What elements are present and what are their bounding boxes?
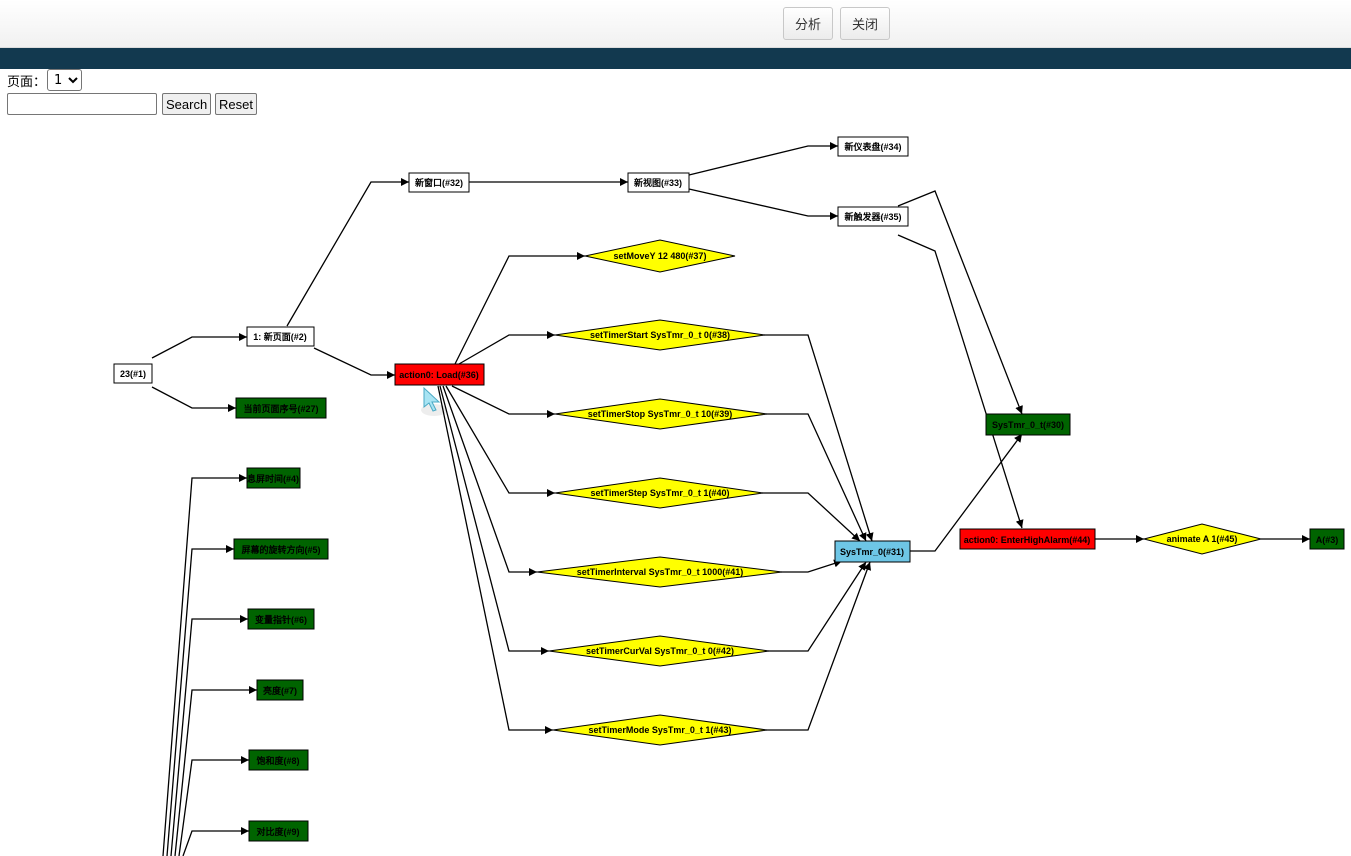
graph-node-37[interactable]: setMoveY 12 480(#37) xyxy=(584,239,736,273)
edge xyxy=(781,559,843,573)
analyze-button[interactable]: 分析 xyxy=(783,7,834,40)
page-label: 页面： xyxy=(7,74,47,90)
node-label: 变量指针(#6) xyxy=(255,614,307,625)
edge xyxy=(766,561,871,731)
header-band xyxy=(0,48,1351,69)
node-label: 亮度(#7) xyxy=(263,685,297,696)
graph-node-30[interactable]: SysTmr_0_t(#30) xyxy=(985,413,1071,436)
node-label: setTimerInterval SysTmr_0_t 1000(#41) xyxy=(577,567,743,577)
close-button[interactable]: 关闭 xyxy=(840,7,891,40)
graph-node-45[interactable]: animate A 1(#45) xyxy=(1142,523,1262,555)
edge xyxy=(451,385,555,418)
graph-node-31[interactable]: SysTmr_0(#31) xyxy=(834,540,911,563)
edge xyxy=(910,433,1023,552)
node-label: setTimerStop SysTmr_0_t 10(#39) xyxy=(588,409,732,419)
edge xyxy=(454,252,585,365)
node-label: animate A 1(#45) xyxy=(1167,534,1238,544)
graph-node-1[interactable]: 23(#1) xyxy=(113,363,153,384)
graph-node-5[interactable]: 屏幕的旋转方向(#5) xyxy=(233,538,329,560)
graph-node-44[interactable]: action0: EnterHighAlarm(#44) xyxy=(959,528,1096,550)
graph-edges xyxy=(151,142,1310,856)
graph-node-41[interactable]: setTimerInterval SysTmr_0_t 1000(#41) xyxy=(536,556,783,588)
edge xyxy=(151,386,236,412)
edge xyxy=(437,385,553,734)
graph-node-35[interactable]: 新触发器(#35) xyxy=(837,206,909,227)
edge xyxy=(313,347,395,379)
graph-node-38[interactable]: setTimerStart SysTmr_0_t 0(#38) xyxy=(554,319,766,351)
page-selector-row: 页面： 1 xyxy=(7,69,83,91)
graph-node-6[interactable]: 变量指针(#6) xyxy=(247,608,315,630)
node-label: 新仪表盘(#34) xyxy=(844,141,901,152)
node-label: 新窗口(#32) xyxy=(415,177,463,188)
graph-node-42[interactable]: setTimerCurVal SysTmr_0_t 0(#42) xyxy=(548,635,770,667)
graph-node-43[interactable]: setTimerMode SysTmr_0_t 1(#43) xyxy=(552,714,768,746)
page-select[interactable]: 1 xyxy=(47,69,83,91)
graph-node-40[interactable]: setTimerStep SysTmr_0_t 1(#40) xyxy=(554,477,764,509)
graph-node-7[interactable]: 亮度(#7) xyxy=(256,679,304,701)
edge xyxy=(182,827,249,856)
edge xyxy=(439,385,549,655)
edge xyxy=(170,615,248,856)
edge xyxy=(762,492,861,542)
edge xyxy=(458,331,555,365)
node-label: 新触发器(#35) xyxy=(844,211,901,222)
graph-node-3[interactable]: A(#3) xyxy=(1309,528,1345,550)
node-label: 23(#1) xyxy=(120,369,146,379)
node-label: setTimerStart SysTmr_0_t 0(#38) xyxy=(590,330,730,340)
node-label: 屏幕的旋转方向(#5) xyxy=(241,544,320,555)
edge xyxy=(445,385,555,497)
edge xyxy=(162,474,247,856)
edge xyxy=(442,385,537,576)
node-label: setTimerMode SysTmr_0_t 1(#43) xyxy=(589,725,732,735)
graph-node-33[interactable]: 新视图(#33) xyxy=(627,172,690,193)
graph-node-34[interactable]: 新仪表盘(#34) xyxy=(837,136,909,157)
graph-node-2[interactable]: 1: 新页面(#2) xyxy=(246,326,315,347)
edge xyxy=(166,545,234,856)
node-label: 对比度(#9) xyxy=(256,826,299,837)
graph-node-4[interactable]: 息屏时间(#4) xyxy=(246,467,301,489)
edge xyxy=(178,756,249,856)
node-label: 1: 新页面(#2) xyxy=(253,331,307,342)
edge xyxy=(286,178,409,327)
edge xyxy=(174,686,257,856)
search-button[interactable]: Search xyxy=(162,93,212,115)
node-label: A(#3) xyxy=(1316,535,1339,545)
node-label: SysTmr_0(#31) xyxy=(840,547,904,557)
edge xyxy=(688,142,838,176)
node-label: 息屏时间(#4) xyxy=(247,473,299,484)
edge xyxy=(766,413,867,542)
top-toolbar: 分析 关闭 xyxy=(0,0,1351,48)
edge xyxy=(688,188,838,220)
node-label: 饱和度(#8) xyxy=(256,755,299,766)
node-label: action0: EnterHighAlarm(#44) xyxy=(964,535,1091,545)
mouse-cursor-icon xyxy=(421,386,447,416)
reset-button[interactable]: Reset xyxy=(215,93,257,115)
node-label: SysTmr_0_t(#30) xyxy=(992,420,1064,430)
edge xyxy=(151,333,247,359)
node-label: action0: Load(#36) xyxy=(399,370,479,380)
graph-node-39[interactable]: setTimerStop SysTmr_0_t 10(#39) xyxy=(554,398,768,430)
node-label: setMoveY 12 480(#37) xyxy=(614,251,707,261)
graph-node-9[interactable]: 对比度(#9) xyxy=(248,820,309,842)
graph-node-27[interactable]: 当前页面序号(#27) xyxy=(235,397,327,419)
node-label: 当前页面序号(#27) xyxy=(243,403,318,414)
graph-node-36[interactable]: action0: Load(#36) xyxy=(394,363,485,386)
node-label: 新视图(#33) xyxy=(634,177,682,188)
graph-node-8[interactable]: 饱和度(#8) xyxy=(248,749,309,771)
graph-node-32[interactable]: 新窗口(#32) xyxy=(408,172,470,193)
node-label: setTimerCurVal SysTmr_0_t 0(#42) xyxy=(586,646,734,656)
edge xyxy=(897,234,1024,529)
edge xyxy=(764,334,874,542)
edge xyxy=(768,561,867,652)
node-label: setTimerStep SysTmr_0_t 1(#40) xyxy=(591,488,730,498)
edge xyxy=(897,190,1023,415)
graph-nodes: 23(#1) 1: 新页面(#2) 当前页面序号(#27) 新窗口(#32) 新… xyxy=(113,136,1345,842)
search-input[interactable] xyxy=(7,93,157,115)
